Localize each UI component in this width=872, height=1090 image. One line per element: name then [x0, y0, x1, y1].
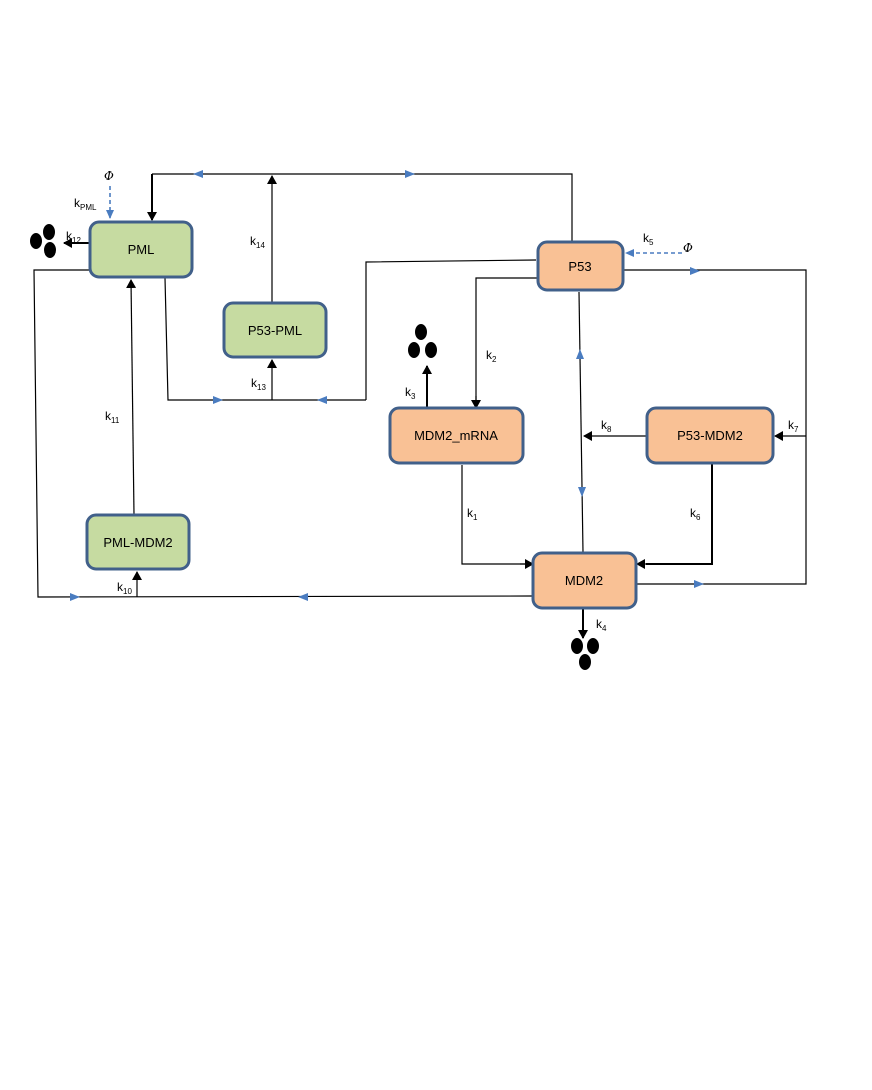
source-symbol-pml: Φ [104, 169, 114, 183]
pml-down-line [164, 277, 366, 401]
rate-k8: k8 [601, 418, 612, 434]
rate-k4: k4 [596, 617, 607, 633]
node-pml-mdm2: PML-MDM2 [85, 513, 191, 571]
flow-marker-bottom-mid [298, 593, 308, 601]
node-mdm2-label: MDM2 [565, 573, 603, 588]
flow-marker-vertical-up [576, 349, 584, 359]
node-p53-pml: P53-PML [222, 301, 328, 359]
source-symbol-p53: Φ [683, 241, 693, 255]
k6-line [646, 464, 713, 565]
node-p53-mdm2-label: P53-MDM2 [677, 428, 743, 443]
rate-k5: k5 [643, 231, 654, 247]
rate-k12: k12 [66, 229, 81, 245]
node-pml: PML [88, 220, 194, 279]
rate-k14: k14 [250, 234, 265, 250]
k2-line [475, 277, 538, 405]
flow-marker-top-right [405, 170, 415, 178]
node-p53-mdm2: P53-MDM2 [645, 406, 775, 465]
node-pml-label: PML [128, 242, 155, 257]
node-mdm2: MDM2 [531, 551, 638, 610]
flow-marker-top-left [193, 170, 203, 178]
node-mdm2-mrna-label: MDM2_mRNA [414, 428, 498, 443]
node-pml-mdm2-label: PML-MDM2 [103, 535, 172, 550]
node-p53-label: P53 [568, 259, 591, 274]
rate-labels: kPML k12 k14 k13 k11 k10 k5 k2 k3 k8 k7 [66, 196, 799, 633]
flow-marker-bottom-left [70, 593, 80, 601]
pml-left-loop-line [33, 269, 533, 598]
rate-k10: k10 [117, 580, 132, 596]
rate-k7: k7 [788, 418, 799, 434]
flow-marker-p53-right [690, 267, 700, 275]
rate-k3: k3 [405, 385, 416, 401]
k1-line [461, 465, 530, 565]
k11-arrow [126, 279, 137, 516]
flow-marker-mdm2-right [694, 580, 704, 588]
connectors [33, 173, 807, 639]
rate-k2: k2 [486, 348, 497, 364]
node-p53-pml-label: P53-PML [248, 323, 302, 338]
node-p53: P53 [536, 240, 625, 292]
flow-marker-k13-right [317, 396, 327, 404]
p53-to-pml-top-line [152, 173, 573, 241]
node-mdm2-mrna: MDM2_mRNA [388, 406, 525, 465]
right-loop-line [624, 269, 807, 585]
flow-marker-k13-left [213, 396, 223, 404]
degradation-icon-mdm2 [571, 638, 599, 670]
flow-marker-vertical-down [578, 487, 586, 497]
degradation-icon-mdm2-mrna [408, 324, 437, 358]
p53-mdm2-vertical-line [578, 291, 584, 553]
rate-k-pml: kPML [74, 196, 97, 212]
rate-k13: k13 [251, 376, 266, 392]
rate-k6: k6 [690, 506, 701, 522]
p53-left-line [365, 259, 537, 400]
degradation-icon-pml [30, 224, 56, 258]
flow-markers [70, 170, 704, 601]
rate-k11: k11 [105, 409, 120, 425]
rate-k1: k1 [467, 506, 478, 522]
